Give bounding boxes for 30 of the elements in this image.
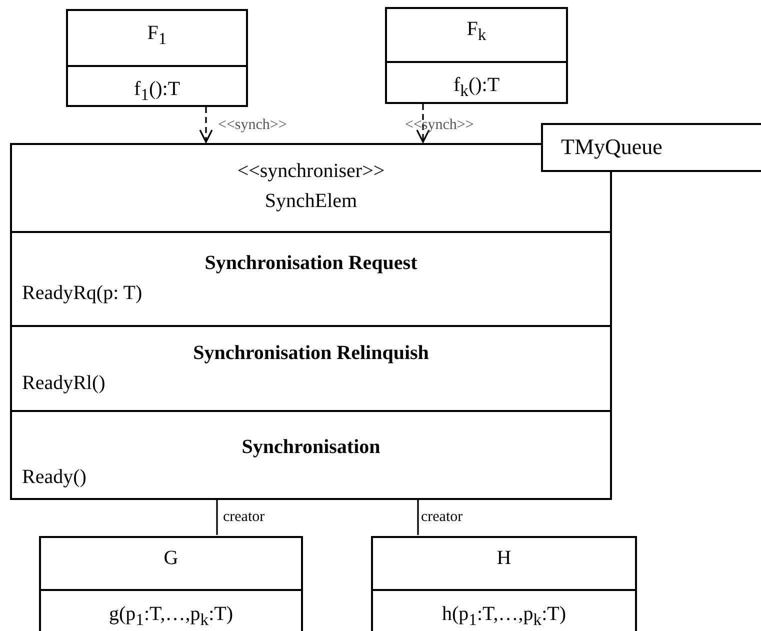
association-line [417,500,419,535]
compartment-heading: Synchronisation Relinquish [193,341,429,365]
class-name: G [164,546,178,570]
operation-text: ReadyRl() [22,371,106,395]
class-box [371,536,637,631]
stereotype-text: <<synchroniser>> [237,159,385,183]
operation-text: f$_{k}$():T [453,73,500,102]
class-box [66,9,248,107]
edge-label: creator [421,508,463,526]
compartment-heading: Synchronisation Request [204,251,418,275]
class-name: F$_{1}$ [147,21,167,50]
association-line [216,500,218,535]
template-parameter: TMyQueue [561,135,662,159]
class-box [541,123,761,172]
dependency-arrow [199,107,213,143]
edge-label: <<synch>> [218,116,287,134]
compartment-heading: Synchronisation [242,435,380,459]
edge-label: <<synch>> [405,116,474,134]
class-name: F$_{k}$ [466,17,486,46]
class-name: H [496,546,512,570]
operation-text: g(p$_{1}$:T,…,p$_{k}$:T) [108,602,234,631]
operation-text: ReadyRq(p: T) [22,281,142,305]
edge-label: creator [223,508,265,526]
class-name: SynchElem [264,189,358,213]
operation-text: f$_{1}$():T [134,77,180,106]
dependency-arrow [416,104,430,143]
class-box [39,536,303,631]
operation-text: h(p$_{1}$:T,…,p$_{k}$:T) [442,602,566,631]
class-box [385,7,568,104]
operation-text: Ready() [22,465,86,489]
